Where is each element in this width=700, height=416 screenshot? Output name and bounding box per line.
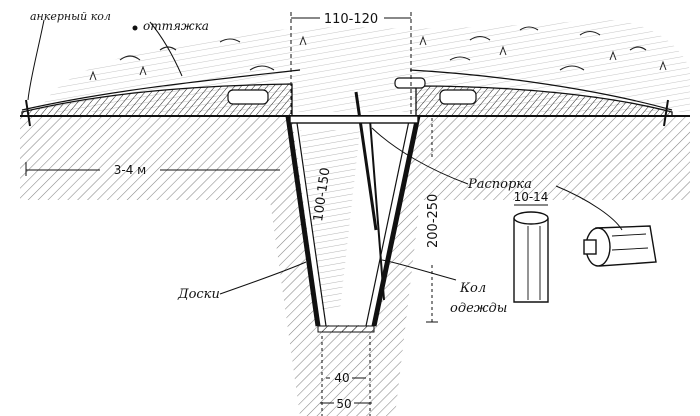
anchor-stake-right [663,99,669,127]
label-boards: Доски [177,287,220,302]
dimension-top-width [290,12,412,116]
parapet-left [21,83,293,117]
dimension-top-width-label: 110-120 [324,12,378,27]
boards-right [365,115,421,327]
label-revetment-stake-1: Кол [459,281,486,296]
stake-diameter-label: 10-14 [514,190,549,204]
dimension-side-extent [25,162,280,176]
dimension-bottom-outer-label: 50 [336,397,351,411]
label-guy-wire: оттяжка [143,19,209,33]
leader-lines [27,19,623,295]
dimension-side-extent-label: 3-4 м [114,163,146,177]
dimension-depth [426,118,438,323]
spacer-log-detail [583,225,657,267]
label-spacer: Распорка [467,177,532,192]
parapet-right [415,85,673,117]
dimension-bottom [320,336,372,416]
trench-cavity [292,116,416,325]
dimension-depth-label: 200-250 [426,194,441,248]
anchor-stake-left [25,99,31,127]
guy-wire-marker [132,25,138,31]
guy-wires [21,69,673,111]
revetment-stakes [354,91,385,301]
trench-bottom [317,325,375,333]
dimension-slope-length-label: 100-150 [311,167,333,223]
boards-left [285,115,327,327]
label-revetment-stake-2: одежды [450,301,507,316]
sandbags [227,77,477,105]
label-anchor-stake: анкерный кол [30,10,111,23]
spacer-beam [289,115,419,124]
dimension-bottom-inner-label: 40 [334,371,349,385]
stake-detail [513,204,549,303]
